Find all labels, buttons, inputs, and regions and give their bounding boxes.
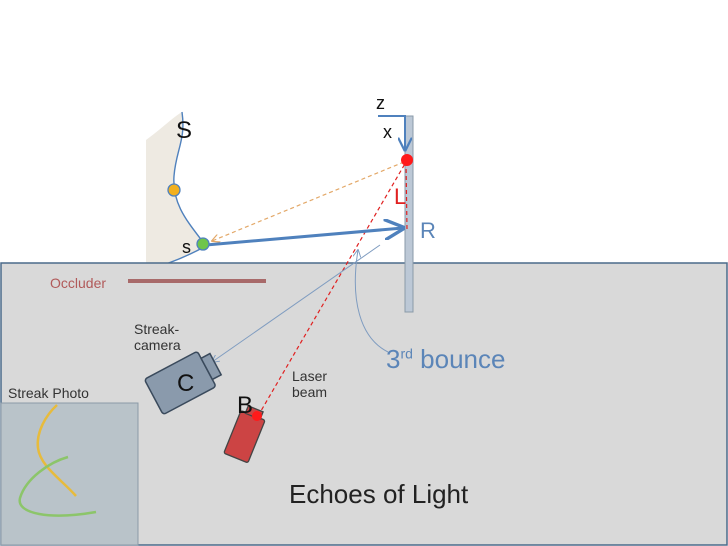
wall-to-camera-ray [212,244,381,362]
label-occluder: Occluder [50,275,107,291]
scene-point-orange [167,183,181,197]
label-scene-point-s: s [182,237,191,257]
bounce-number: 3 [386,344,401,374]
label-streak-camera: Streak- camera [134,321,181,354]
scene-surface-outline [145,111,208,271]
streak-curve-orange [36,404,77,497]
label-axis-z: z [376,93,385,113]
scene-point-green [196,237,210,251]
label-third-bounce: 3rd bounce [386,344,506,375]
label-wall-R: R [420,218,436,243]
label-laser-B: B [237,392,254,419]
label-axis-x: x [383,122,392,142]
bounce-ordinal: rd [400,345,413,362]
label-scene-S: S [176,117,193,144]
label-laser-spot-L: L [394,184,407,209]
laser-to-wall-dashed [405,161,408,231]
laser-tip [252,411,262,421]
label-streak-photo: Streak Photo [8,385,89,401]
reflecting-wall [404,115,414,313]
label-laser-beam: Laser beam [292,368,328,401]
streak-camera [144,351,223,415]
axis-z-arrow [378,115,405,150]
footer-title: Echoes of Light [289,479,469,509]
label-camera-C: C [177,370,195,397]
laser-spot [401,154,413,166]
streak-photo-box [0,402,139,546]
bounce-word: bounce [412,344,506,374]
streak-curve-green [18,455,97,517]
bounce-callout-arrow [355,250,389,353]
blue-ray-s-to-r [205,228,403,247]
hidden-scene-surface [146,112,206,270]
